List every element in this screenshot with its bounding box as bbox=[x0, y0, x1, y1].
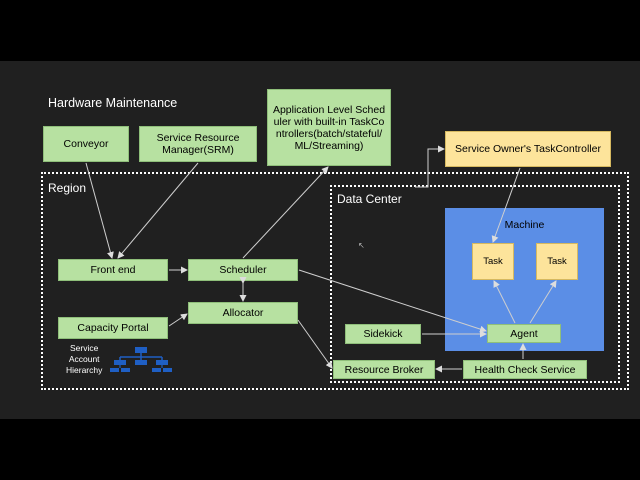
health-check-service-box: Health Check Service bbox=[463, 360, 587, 379]
task-box-1: Task bbox=[472, 243, 514, 280]
data-center-label: Data Center bbox=[337, 192, 402, 206]
page-title: Hardware Maintenance bbox=[48, 96, 178, 110]
conveyor-box: Conveyor bbox=[43, 126, 129, 162]
region-label: Region bbox=[48, 181, 87, 195]
scheduler-box: Scheduler bbox=[188, 259, 298, 281]
allocator-box: Allocator bbox=[188, 302, 298, 324]
task-controller-label: Service Owner's TaskController bbox=[455, 143, 601, 155]
org-hierarchy-icon bbox=[110, 347, 172, 372]
resource-broker-box: Resource Broker bbox=[333, 360, 435, 379]
srm-label: Service Resource Manager(SRM) bbox=[156, 132, 240, 156]
agent-box: Agent bbox=[487, 324, 561, 343]
region-boundary bbox=[41, 172, 629, 390]
mouse-cursor-icon: ↖ bbox=[358, 241, 365, 250]
task-controller-box: Service Owner's TaskController bbox=[445, 131, 611, 167]
service-account-hierarchy-label: Service Account Hierarchy bbox=[66, 343, 103, 375]
task-box-2: Task bbox=[536, 243, 578, 280]
srm-box: Service Resource Manager(SRM) bbox=[139, 126, 257, 162]
app-level-scheduler-label: Application Level Scheduler with built-i… bbox=[272, 103, 386, 152]
app-level-scheduler-box: Application Level Scheduler with built-i… bbox=[267, 89, 391, 166]
sidekick-box: Sidekick bbox=[345, 324, 421, 344]
machine-label: Machine bbox=[504, 219, 545, 231]
capacity-portal-box: Capacity Portal bbox=[58, 317, 168, 339]
front-end-box: Front end bbox=[58, 259, 168, 281]
